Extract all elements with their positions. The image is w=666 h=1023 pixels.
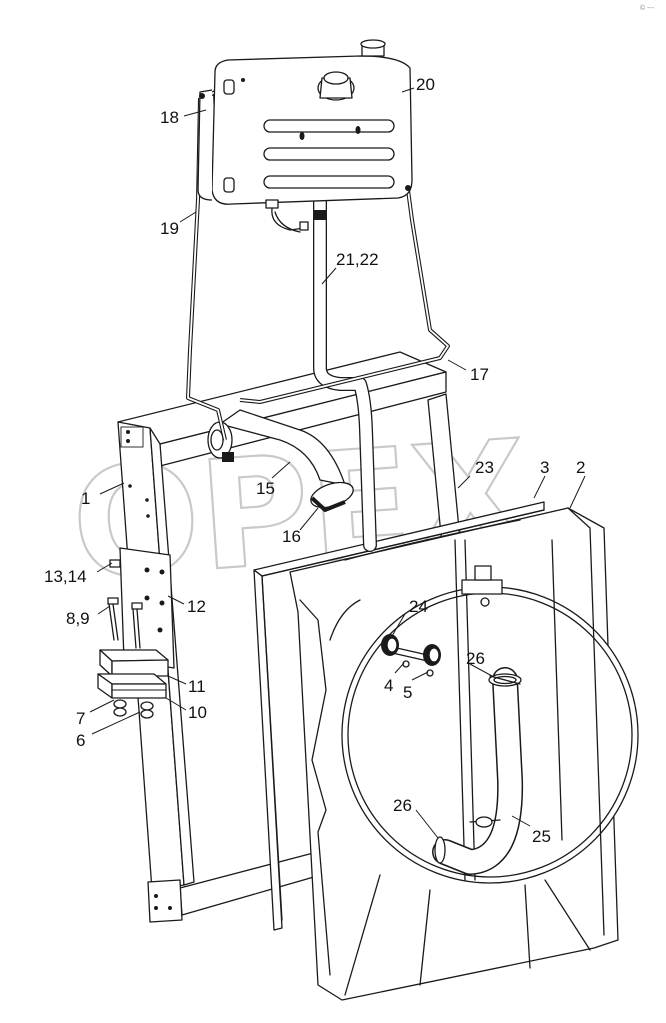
leader-lines bbox=[89, 87, 586, 839]
upper-hose bbox=[207, 409, 354, 512]
callout-1: 1 bbox=[81, 489, 90, 508]
callout-6: 6 bbox=[76, 731, 85, 750]
corner-mark: © --- bbox=[640, 4, 655, 12]
callout-5: 5 bbox=[403, 683, 412, 702]
callout-7: 7 bbox=[76, 709, 85, 728]
callout-25: 25 bbox=[532, 827, 551, 846]
fan-ring bbox=[289, 507, 639, 1001]
callout-26-lower: 26 bbox=[393, 796, 412, 815]
outlet-pipe bbox=[432, 667, 524, 875]
ring-support bbox=[454, 539, 563, 881]
expansion-tank bbox=[197, 39, 413, 233]
callout-15: 15 bbox=[256, 479, 275, 498]
fill-pipe bbox=[313, 193, 377, 552]
callout-24: 24 bbox=[409, 597, 428, 616]
callout-11: 11 bbox=[188, 677, 206, 696]
callout-2: 2 bbox=[576, 458, 585, 477]
callout-23: 23 bbox=[475, 458, 494, 477]
callout-10: 10 bbox=[188, 703, 207, 722]
bolt-set bbox=[107, 559, 143, 649]
callout-12: 12 bbox=[187, 597, 206, 616]
callout-20: 20 bbox=[416, 75, 435, 94]
callout-3: 3 bbox=[540, 458, 549, 477]
callout-21-22: 21,22 bbox=[336, 250, 379, 269]
callout-19: 19 bbox=[160, 219, 179, 238]
callout-26-upper: 26 bbox=[466, 649, 485, 668]
callout-16: 16 bbox=[282, 527, 301, 546]
callout-8-9: 8,9 bbox=[66, 609, 90, 628]
rubber-pad-stack bbox=[97, 649, 169, 719]
callout-4: 4 bbox=[384, 676, 393, 695]
callout-17: 17 bbox=[470, 365, 489, 384]
temperature-sensors bbox=[381, 634, 441, 677]
callout-labels: 20 18 19 21,22 17 23 3 2 1 15 16 13,14 1… bbox=[44, 75, 585, 846]
callout-13-14: 13,14 bbox=[44, 567, 87, 586]
callout-18: 18 bbox=[160, 108, 179, 127]
bracket-plate bbox=[119, 547, 175, 669]
fan-shroud bbox=[253, 501, 545, 931]
